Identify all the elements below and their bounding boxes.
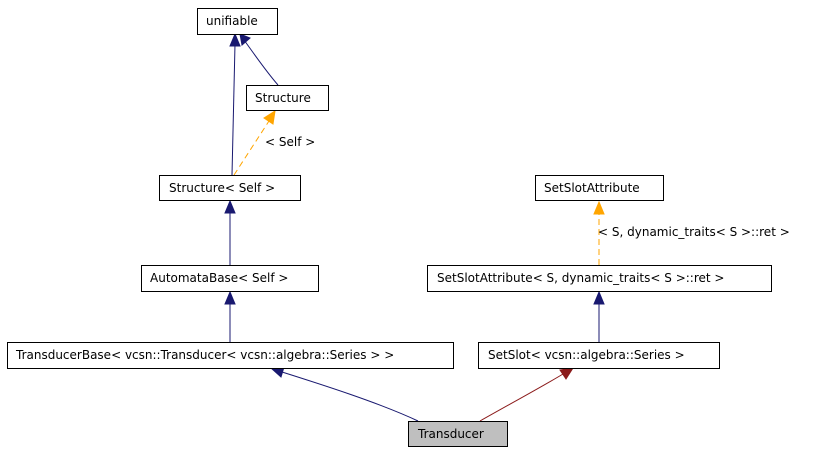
node-structure-self[interactable]: Structure< Self > [159, 175, 301, 201]
arrowhead-structure-self-to-structure [263, 109, 276, 125]
arrowhead-set-slot-attribute-s-to-set-slot-attribute [593, 200, 605, 215]
node-transducer-label: Transducer [417, 427, 484, 441]
node-set-slot-attribute-s-label: SetSlotAttribute< S, dynamic_traits< S >… [437, 271, 724, 285]
node-set-slot-label: SetSlot< vcsn::algebra::Series > [488, 348, 685, 362]
node-automata-base[interactable]: AutomataBase< Self > [141, 265, 319, 292]
arrowhead-set-slot-to-set-slot-attribute-s [593, 290, 605, 305]
arrowhead-transducer-to-set-slot [559, 367, 575, 380]
edge-structure-self-to-structure [233, 120, 270, 176]
edge-structure-to-unifiable [243, 39, 279, 86]
node-unifiable-label: unifiable [206, 14, 258, 28]
edge-label-self: < Self > [265, 135, 315, 149]
node-transducer[interactable]: Transducer [408, 421, 508, 447]
node-structure[interactable]: Structure [246, 85, 329, 111]
edge-transducer-to-transducer-base [281, 371, 419, 422]
node-set-slot[interactable]: SetSlot< vcsn::algebra::Series > [478, 342, 720, 369]
node-set-slot-attribute[interactable]: SetSlotAttribute [535, 175, 664, 201]
arrowhead-automata-base-to-structure-self [224, 199, 236, 214]
node-structure-label: Structure [255, 91, 311, 105]
node-automata-base-label: AutomataBase< Self > [150, 271, 288, 285]
edge-label-set-slot-template: < S, dynamic_traits< S >::ret > [598, 225, 790, 239]
node-structure-self-label: Structure< Self > [169, 181, 275, 195]
node-transducer-base-label: TransducerBase< vcsn::Transducer< vcsn::… [15, 348, 394, 362]
node-set-slot-attribute-label: SetSlotAttribute [544, 181, 640, 195]
arrowhead-structure-self-to-unifiable [229, 32, 241, 47]
node-set-slot-attribute-s[interactable]: SetSlotAttribute< S, dynamic_traits< S >… [427, 265, 772, 292]
node-unifiable[interactable]: unifiable [197, 8, 278, 35]
node-transducer-base[interactable]: TransducerBase< vcsn::Transducer< vcsn::… [7, 342, 454, 369]
edge-structure-self-to-unifiable [231, 43, 236, 176]
arrowhead-transducer-base-to-automata-base [224, 290, 236, 305]
edge-transducer-to-set-slot [479, 373, 564, 422]
arrowhead-structure-to-unifiable [239, 33, 251, 46]
